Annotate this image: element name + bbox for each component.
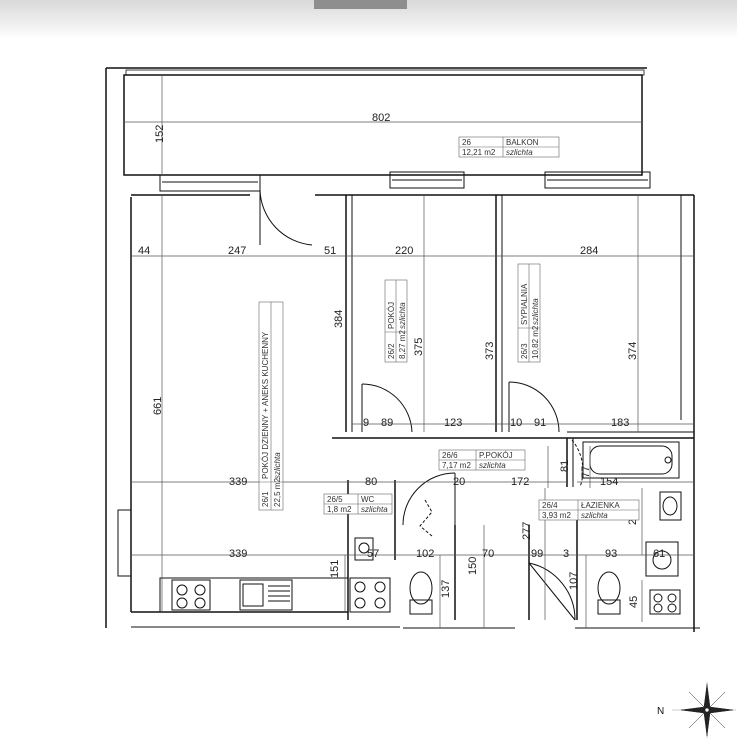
fixtures <box>159 441 682 615</box>
room-finish: szlichta <box>479 461 506 470</box>
room-name: POKÓJ <box>387 302 396 329</box>
dim-89: 89 <box>381 417 393 429</box>
dim-802: 802 <box>372 112 390 124</box>
dim-375: 375 <box>413 338 425 356</box>
doors <box>259 188 584 621</box>
room-num: 26 <box>462 138 471 147</box>
dim-3: 3 <box>563 548 569 560</box>
dim-107: 107 <box>568 572 580 590</box>
room-label-balkon: 26 BALKON 12,21 m2 szlichta <box>458 136 560 158</box>
dim-20: 20 <box>453 476 465 488</box>
room-finish: szlichta <box>361 505 388 514</box>
viewer-handle[interactable] <box>314 0 407 9</box>
room-num: 26/6 <box>442 451 458 460</box>
dim-339-bottom: 339 <box>229 548 247 560</box>
room-area: 8,27 m2 <box>398 330 407 359</box>
dim-61: 61 <box>653 548 665 560</box>
dim-9: 9 <box>363 417 369 429</box>
room-name: SYPIALNIA <box>520 283 529 325</box>
dim-99: 99 <box>531 548 543 560</box>
room-label-wc: 26/5 WC 1,8 m2 szlichta <box>323 493 393 515</box>
room-label-pokoj-dzienny: 26/1 POKÓJ DZIENNY + ANEKS KUCHENNY 22,5… <box>258 301 284 511</box>
room-name: POKÓJ DZIENNY + ANEKS KUCHENNY <box>261 331 270 479</box>
room-finish: szlichta <box>531 298 540 325</box>
walls <box>105 67 700 632</box>
compass: N <box>657 682 736 738</box>
room-label-lazienka: 26/4 ŁAZIENKA 3,93 m2 szlichta <box>538 499 640 521</box>
dim-150: 150 <box>467 557 479 575</box>
dim-45: 45 <box>628 596 640 608</box>
bathtub-icon <box>582 441 680 479</box>
dim-152: 152 <box>154 125 166 143</box>
sink-icon <box>239 579 293 611</box>
stove-icon <box>171 579 211 611</box>
toilet-icon <box>409 599 433 615</box>
dim-661: 661 <box>152 397 164 415</box>
dim-93: 93 <box>605 548 617 560</box>
room-area: 12,21 m2 <box>462 148 496 157</box>
room-area: 7,17 m2 <box>442 461 471 470</box>
dim-44: 44 <box>138 245 150 257</box>
dim-183: 183 <box>611 417 629 429</box>
room-num: 26/3 <box>520 343 529 359</box>
room-name: ŁAZIENKA <box>581 501 620 510</box>
room-label-sypialnia: 26/3 SYPIALNIA 10,82 m2 szlichta <box>517 263 541 363</box>
dim-284: 284 <box>580 245 598 257</box>
room-num: 26/4 <box>542 501 558 510</box>
room-name: P.POKÓJ <box>479 451 513 460</box>
room-num: 26/5 <box>327 495 343 504</box>
dimension-labels: 802 152 44 247 51 220 284 384 375 373 37… <box>138 112 665 608</box>
dim-339-top: 339 <box>229 476 247 488</box>
north-label: N <box>657 706 664 717</box>
dim-220: 220 <box>395 245 413 257</box>
dim-51: 51 <box>324 245 336 257</box>
dim-137: 137 <box>440 580 452 598</box>
room-area: 10,82 m2 <box>531 325 540 359</box>
dim-384: 384 <box>333 310 345 328</box>
room-name: BALKON <box>506 138 539 147</box>
room-num: 26/1 <box>261 491 270 507</box>
dimension-lines <box>124 75 694 628</box>
compass-rose-icon <box>680 683 734 737</box>
viewer-top-bar <box>0 0 737 38</box>
dim-57: 57 <box>367 548 379 560</box>
room-name: WC <box>361 495 375 504</box>
room-finish: szlichta <box>273 452 282 479</box>
dim-102: 102 <box>416 548 434 560</box>
dim-80: 80 <box>365 476 377 488</box>
room-area: 1,8 m2 <box>327 505 352 514</box>
dim-277: 277 <box>521 522 533 540</box>
dim-91: 91 <box>534 417 546 429</box>
dim-151: 151 <box>329 560 341 578</box>
dim-374: 374 <box>627 342 639 360</box>
dim-77: 77 <box>580 466 592 478</box>
dim-154: 154 <box>600 476 618 488</box>
dim-172: 172 <box>511 476 529 488</box>
dim-81: 81 <box>559 460 571 472</box>
dim-10: 10 <box>510 417 522 429</box>
room-area: 22,5 m2 <box>273 478 282 507</box>
room-finish: szlichta <box>581 511 608 520</box>
dim-123: 123 <box>444 417 462 429</box>
dim-70: 70 <box>482 548 494 560</box>
room-finish: szlichta <box>398 302 407 329</box>
dim-247: 247 <box>228 245 246 257</box>
room-label-pokoj: 26/2 POKÓJ 8,27 m2 szlichta <box>384 279 408 363</box>
room-num: 26/2 <box>387 343 396 359</box>
dim-373: 373 <box>484 342 496 360</box>
room-finish: szlichta <box>506 148 533 157</box>
room-label-p-pokoj: 26/6 P.POKÓJ 7,17 m2 szlichta <box>438 449 526 471</box>
room-area: 3,93 m2 <box>542 511 571 520</box>
